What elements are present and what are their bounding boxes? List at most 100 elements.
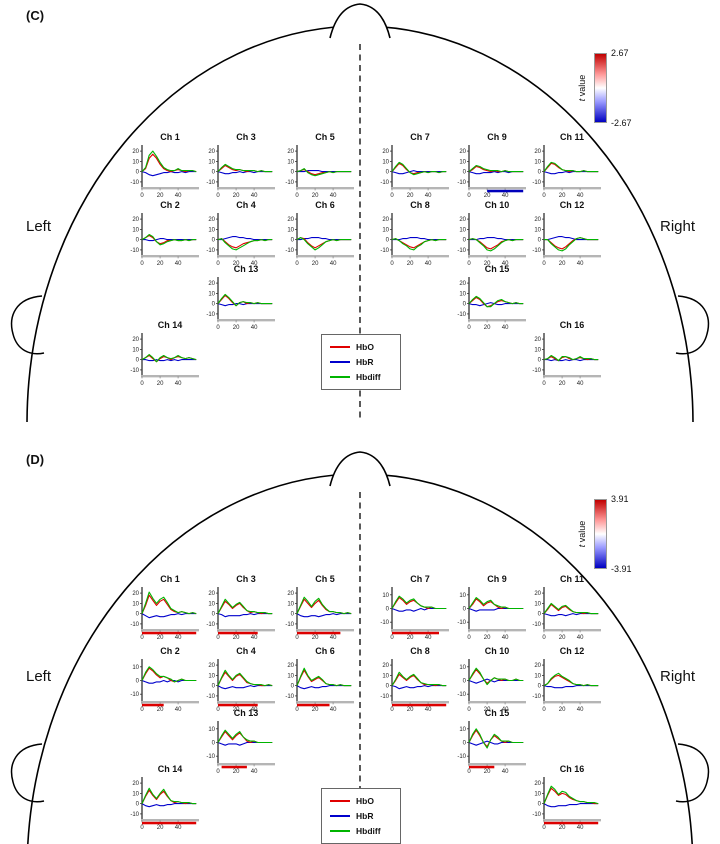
svg-text:40: 40 [425, 635, 432, 641]
svg-text:-10: -10 [130, 812, 139, 818]
channel-title: Ch 8 [410, 646, 430, 656]
svg-text:-10: -10 [380, 620, 389, 626]
svg-text:20: 20 [484, 769, 491, 775]
left-label: Left [26, 668, 52, 685]
svg-text:20: 20 [312, 261, 319, 267]
svg-text:40: 40 [175, 381, 182, 387]
svg-text:20: 20 [208, 591, 215, 597]
svg-text:20: 20 [484, 635, 491, 641]
channel-title: Ch 7 [410, 574, 430, 584]
svg-text:40: 40 [175, 635, 182, 641]
channel-title: Ch 9 [487, 574, 507, 584]
nose-icon [329, 451, 391, 487]
svg-text:40: 40 [577, 381, 584, 387]
svg-text:0: 0 [467, 769, 471, 775]
channel-title: Ch 15 [484, 264, 510, 274]
channel-title: Ch 3 [236, 574, 256, 584]
svg-text:0: 0 [542, 707, 546, 713]
svg-text:-10: -10 [457, 248, 466, 254]
svg-text:20: 20 [312, 193, 319, 199]
right-ear-icon [675, 295, 710, 355]
svg-text:10: 10 [132, 665, 139, 671]
legend-label-hbdiff: Hbdiff [356, 826, 381, 836]
nose-icon [329, 3, 391, 39]
svg-text:40: 40 [251, 635, 258, 641]
svg-text:-10: -10 [285, 622, 294, 628]
svg-text:-10: -10 [380, 180, 389, 186]
svg-text:0: 0 [295, 193, 299, 199]
svg-text:20: 20 [233, 193, 240, 199]
svg-text:0: 0 [467, 193, 471, 199]
svg-text:-10: -10 [457, 692, 466, 698]
hbr-line-sample [330, 815, 350, 817]
svg-text:40: 40 [330, 707, 337, 713]
svg-text:-10: -10 [285, 248, 294, 254]
svg-text:20: 20 [233, 769, 240, 775]
svg-text:10: 10 [382, 673, 389, 679]
channel-title: Ch 10 [484, 646, 510, 656]
nose-fill [330, 4, 390, 38]
colorbar-gradient [594, 499, 607, 569]
hbo-line-sample [330, 346, 350, 348]
svg-text:-10: -10 [532, 368, 541, 374]
svg-text:40: 40 [502, 193, 509, 199]
legend-label-hbo: HbO [356, 796, 374, 806]
svg-text:20: 20 [233, 635, 240, 641]
channel-title: Ch 5 [315, 132, 335, 142]
svg-text:0: 0 [386, 607, 390, 613]
svg-text:-10: -10 [206, 180, 215, 186]
svg-text:20: 20 [559, 193, 566, 199]
svg-text:0: 0 [390, 261, 394, 267]
channel-title: Ch 11 [559, 132, 584, 142]
svg-text:20: 20 [312, 635, 319, 641]
channel-title: Ch 14 [157, 320, 183, 330]
svg-text:40: 40 [502, 325, 509, 331]
svg-text:-10: -10 [206, 622, 215, 628]
svg-text:10: 10 [459, 291, 466, 297]
channel-title: Ch 16 [559, 320, 585, 330]
svg-text:0: 0 [140, 381, 144, 387]
svg-text:10: 10 [287, 159, 294, 165]
svg-text:10: 10 [534, 601, 541, 607]
channel-title: Ch 10 [484, 200, 510, 210]
colorbar: t value 3.91 -3.91 [572, 486, 638, 584]
channel-title: Ch 7 [410, 132, 430, 142]
svg-text:40: 40 [251, 769, 258, 775]
svg-text:0: 0 [538, 170, 542, 176]
svg-text:0: 0 [542, 635, 546, 641]
svg-text:10: 10 [132, 159, 139, 165]
legend-label-hbr: HbR [356, 811, 374, 821]
head-outline-group [10, 451, 710, 844]
legend-row-hbdiff: Hbdiff [330, 372, 392, 382]
svg-text:10: 10 [459, 159, 466, 165]
svg-text:0: 0 [295, 635, 299, 641]
svg-text:20: 20 [208, 281, 215, 287]
svg-text:0: 0 [136, 238, 140, 244]
svg-text:10: 10 [208, 159, 215, 165]
colorbar-min-value: -3.91 [611, 564, 632, 574]
channel-title: Ch 15 [484, 708, 510, 718]
svg-text:0: 0 [542, 261, 546, 267]
nose-fill [330, 452, 390, 486]
svg-text:-10: -10 [206, 248, 215, 254]
